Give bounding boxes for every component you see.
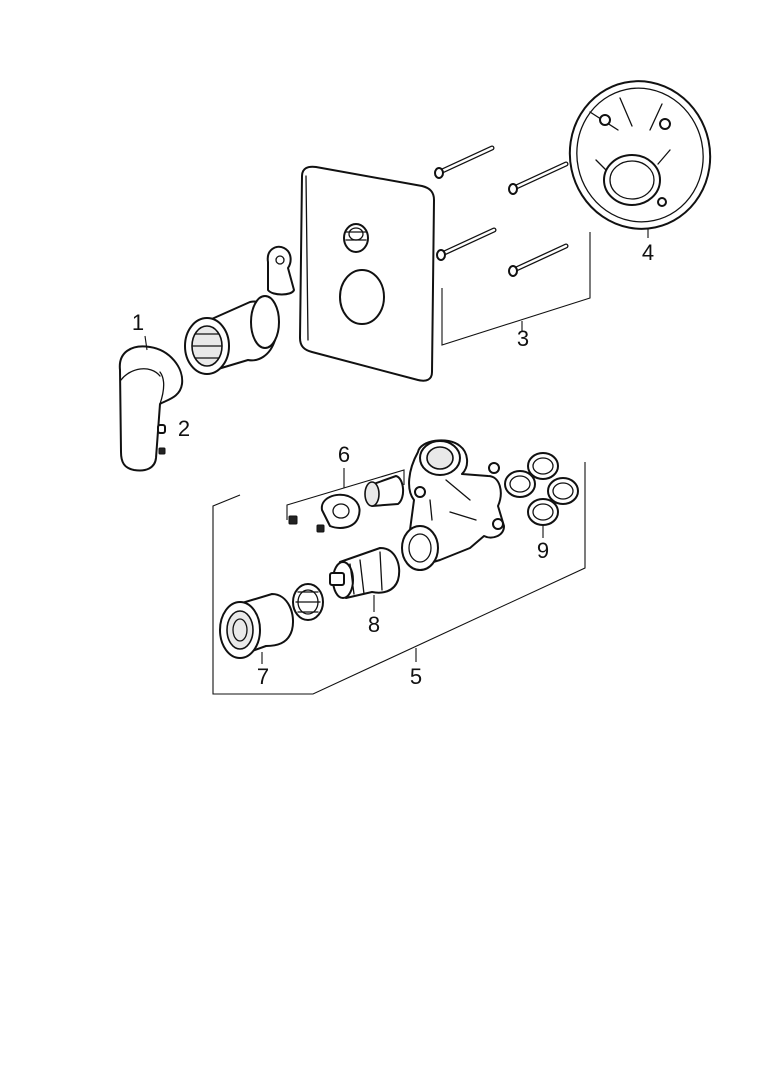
label-3: 3 [517, 326, 529, 351]
leader-1 [144, 335, 148, 351]
valve-body [401, 439, 505, 571]
label-9: 9 [537, 538, 549, 563]
label-4: 4 [642, 240, 654, 265]
lever-handle [118, 345, 184, 472]
diverter-knob [343, 223, 369, 253]
seal-rings [504, 452, 579, 526]
mounting-ring [568, 80, 712, 230]
rosette-ring [250, 295, 280, 349]
bracket-3 [441, 232, 591, 346]
grub-screw [157, 424, 166, 455]
label-5: 5 [410, 664, 422, 689]
label-8: 8 [368, 612, 380, 637]
label-7: 7 [257, 664, 269, 689]
cartridge [329, 547, 401, 599]
cover-plate [299, 165, 435, 382]
label-2: 2 [178, 416, 190, 441]
bracket-6 [286, 469, 405, 520]
bracket-5 [212, 462, 586, 695]
cartridge-nut [292, 583, 324, 621]
diverter-set [288, 475, 404, 533]
keyhole-bracket [266, 245, 295, 296]
label-6: 6 [338, 442, 350, 467]
extension-sleeve [219, 593, 294, 659]
label-1: 1 [132, 310, 144, 335]
mounting-screws [434, 145, 569, 277]
